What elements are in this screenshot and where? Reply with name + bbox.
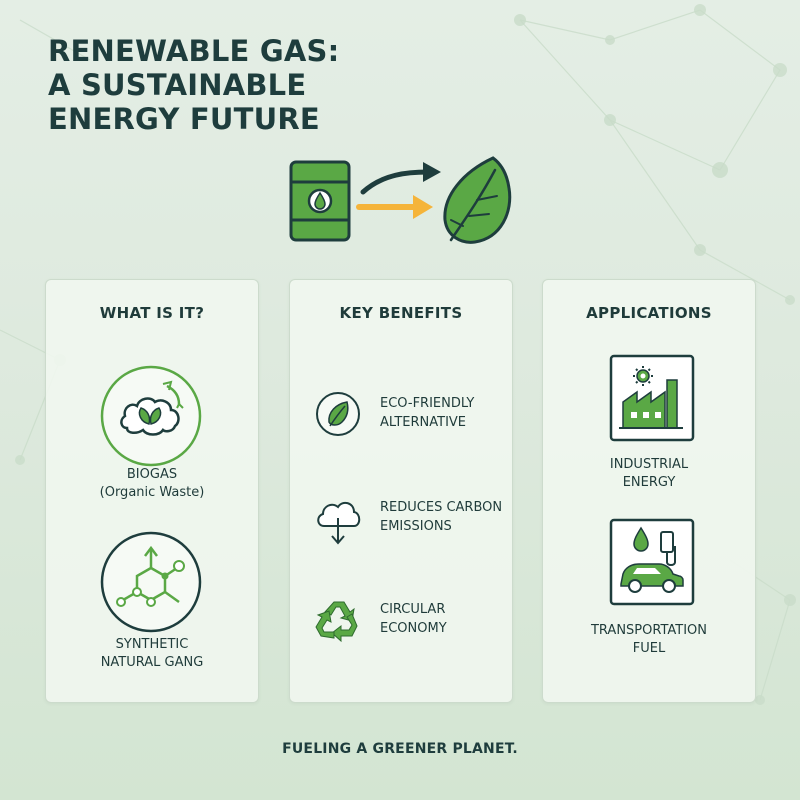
benefit-eco-line-2: ALTERNATIVE (380, 415, 467, 430)
card-key-benefits: KEY BENEFITS ECO-FRIENDLY ALTERNATIVE RE… (289, 279, 513, 703)
molecule-icon (100, 531, 202, 633)
caption-transport-line-2: FUEL (632, 641, 666, 656)
benefit-circular-text: CIRCULAR ECONOMY (380, 600, 447, 638)
caption-transportation: TRANSPORTATION FUEL (543, 622, 755, 658)
benefit-eco-line-1: ECO-FRIENDLY (380, 396, 475, 411)
card-heading-key-benefits: KEY BENEFITS (339, 304, 463, 322)
hero-illustration (283, 152, 523, 252)
card-heading-what-is-it: WHAT IS IT? (99, 304, 205, 322)
caption-industrial-line-1: INDUSTRIAL (609, 457, 689, 472)
benefit-carbon-line-1: REDUCES CARBON (380, 500, 503, 515)
caption-industrial-line-2: ENERGY (622, 475, 676, 490)
benefit-eco-friendly-text: ECO-FRIENDLY ALTERNATIVE (380, 394, 474, 432)
title-line-1: RENEWABLE GAS: (48, 34, 340, 68)
caption-synthetic-line-2: NATURAL GANG (100, 655, 204, 670)
cloud-down-arrow-icon (317, 501, 361, 545)
caption-transport-line-1: TRANSPORTATION (590, 623, 708, 638)
green-leaf-icon (443, 156, 512, 244)
card-heading-applications: APPLICATIONS (586, 304, 712, 322)
transition-arrows-icon (356, 162, 441, 219)
benefit-circular-line-2: ECONOMY (380, 621, 447, 636)
caption-industrial: INDUSTRIAL ENERGY (543, 456, 755, 492)
leaf-circle-icon (316, 392, 360, 436)
benefit-carbon-line-2: EMISSIONS (380, 519, 452, 534)
caption-synthetic-line-1: SYNTHETIC (115, 637, 189, 652)
footer-tagline: FUELING A GREENER PLANET. (282, 741, 518, 757)
factory-icon (609, 354, 695, 442)
caption-biogas-line-2: (Organic Waste) (99, 485, 205, 500)
caption-biogas-line-1: BIOGAS (126, 467, 178, 482)
benefit-reduces-carbon-text: REDUCES CARBON EMISSIONS (380, 498, 502, 536)
title-line-2: A SUSTAINABLE (48, 68, 307, 102)
biogas-waste-icon (100, 365, 202, 467)
benefit-circular-economy: CIRCULAR ECONOMY (314, 596, 506, 646)
benefit-reduces-carbon: REDUCES CARBON EMISSIONS (314, 494, 506, 545)
car-fuel-icon (609, 518, 695, 606)
title-line-3: ENERGY FUTURE (48, 102, 320, 136)
benefit-eco-friendly: ECO-FRIENDLY ALTERNATIVE (314, 390, 506, 440)
card-applications: APPLICATIONS INDUSTRIAL ENERGY TRANSPORT… (542, 279, 756, 703)
recycle-icon (315, 601, 358, 643)
caption-biogas: BIOGAS (Organic Waste) (46, 466, 258, 502)
card-what-is-it: WHAT IS IT? BIOGAS (Organic Waste) SYNTH… (45, 279, 259, 703)
benefit-circular-line-1: CIRCULAR (380, 602, 446, 617)
oil-barrel-icon (289, 160, 351, 242)
caption-synthetic-gas: SYNTHETIC NATURAL GANG (46, 636, 258, 672)
page-title: RENEWABLE GAS: A SUSTAINABLE ENERGY FUTU… (48, 34, 339, 136)
